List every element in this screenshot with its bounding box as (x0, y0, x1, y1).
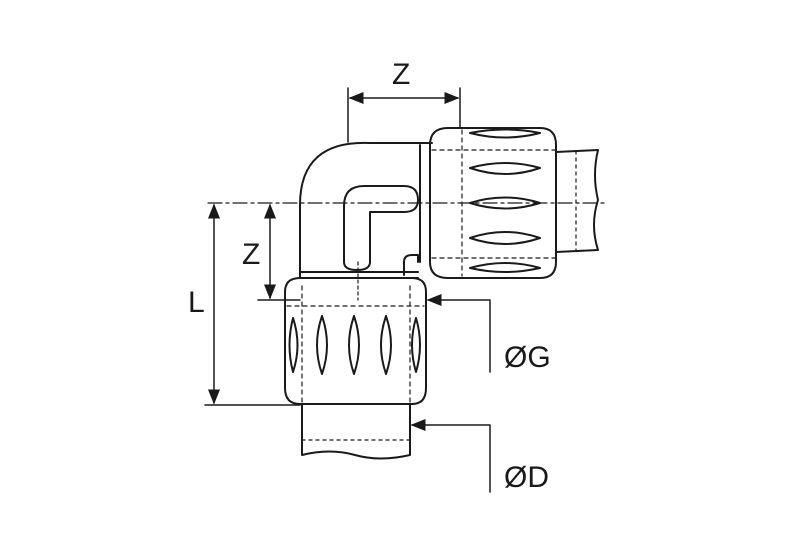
centre-lines (207, 202, 606, 301)
leader-od (410, 419, 491, 493)
dim-z-horizontal (347, 87, 461, 143)
dim-l (204, 203, 301, 406)
bottom-nut (284, 277, 427, 405)
leader-og (426, 294, 491, 373)
horizontal-pipe (555, 149, 599, 253)
dim-z-vertical (257, 203, 301, 301)
label-length: L (188, 286, 205, 319)
label-z-horizontal: Z (392, 58, 411, 91)
label-z-vertical: Z (242, 238, 261, 271)
label-outer-diameter: ØG (504, 341, 551, 374)
label-pipe-diameter: ØD (504, 461, 549, 494)
vertical-pipe (301, 404, 411, 460)
elbow-body (299, 141, 433, 279)
